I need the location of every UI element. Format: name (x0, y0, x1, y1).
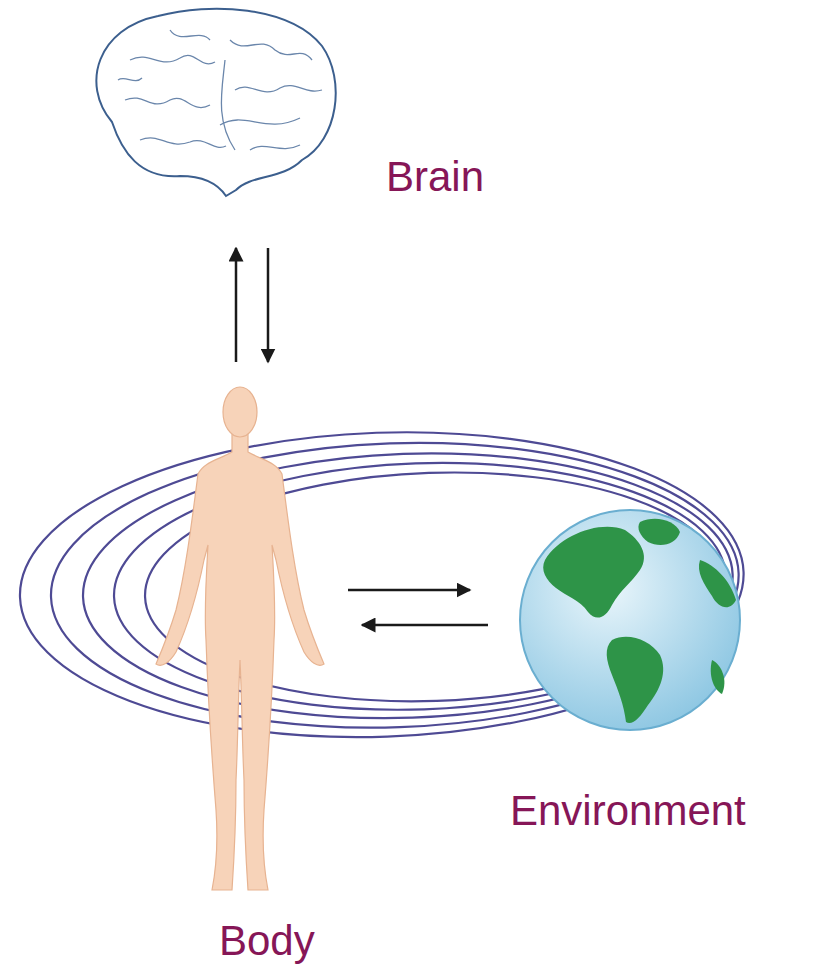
node-label: Environment (510, 790, 746, 832)
node-label: Brain (386, 156, 484, 198)
arrow-connector (362, 624, 488, 627)
illustration (150, 385, 330, 900)
brain-figure: Brain (88, 0, 340, 200)
arrow-connector (235, 248, 238, 362)
node-label: Body (219, 920, 315, 962)
orbit-ellipse (15, 420, 749, 749)
orbit-ellipse (46, 431, 743, 739)
body-figure: Body (150, 385, 330, 900)
arrow-connector (348, 589, 470, 592)
globe-figure: Environment (518, 508, 742, 732)
illustration (88, 0, 340, 200)
arrow-connector (267, 248, 270, 362)
illustration (518, 508, 742, 732)
